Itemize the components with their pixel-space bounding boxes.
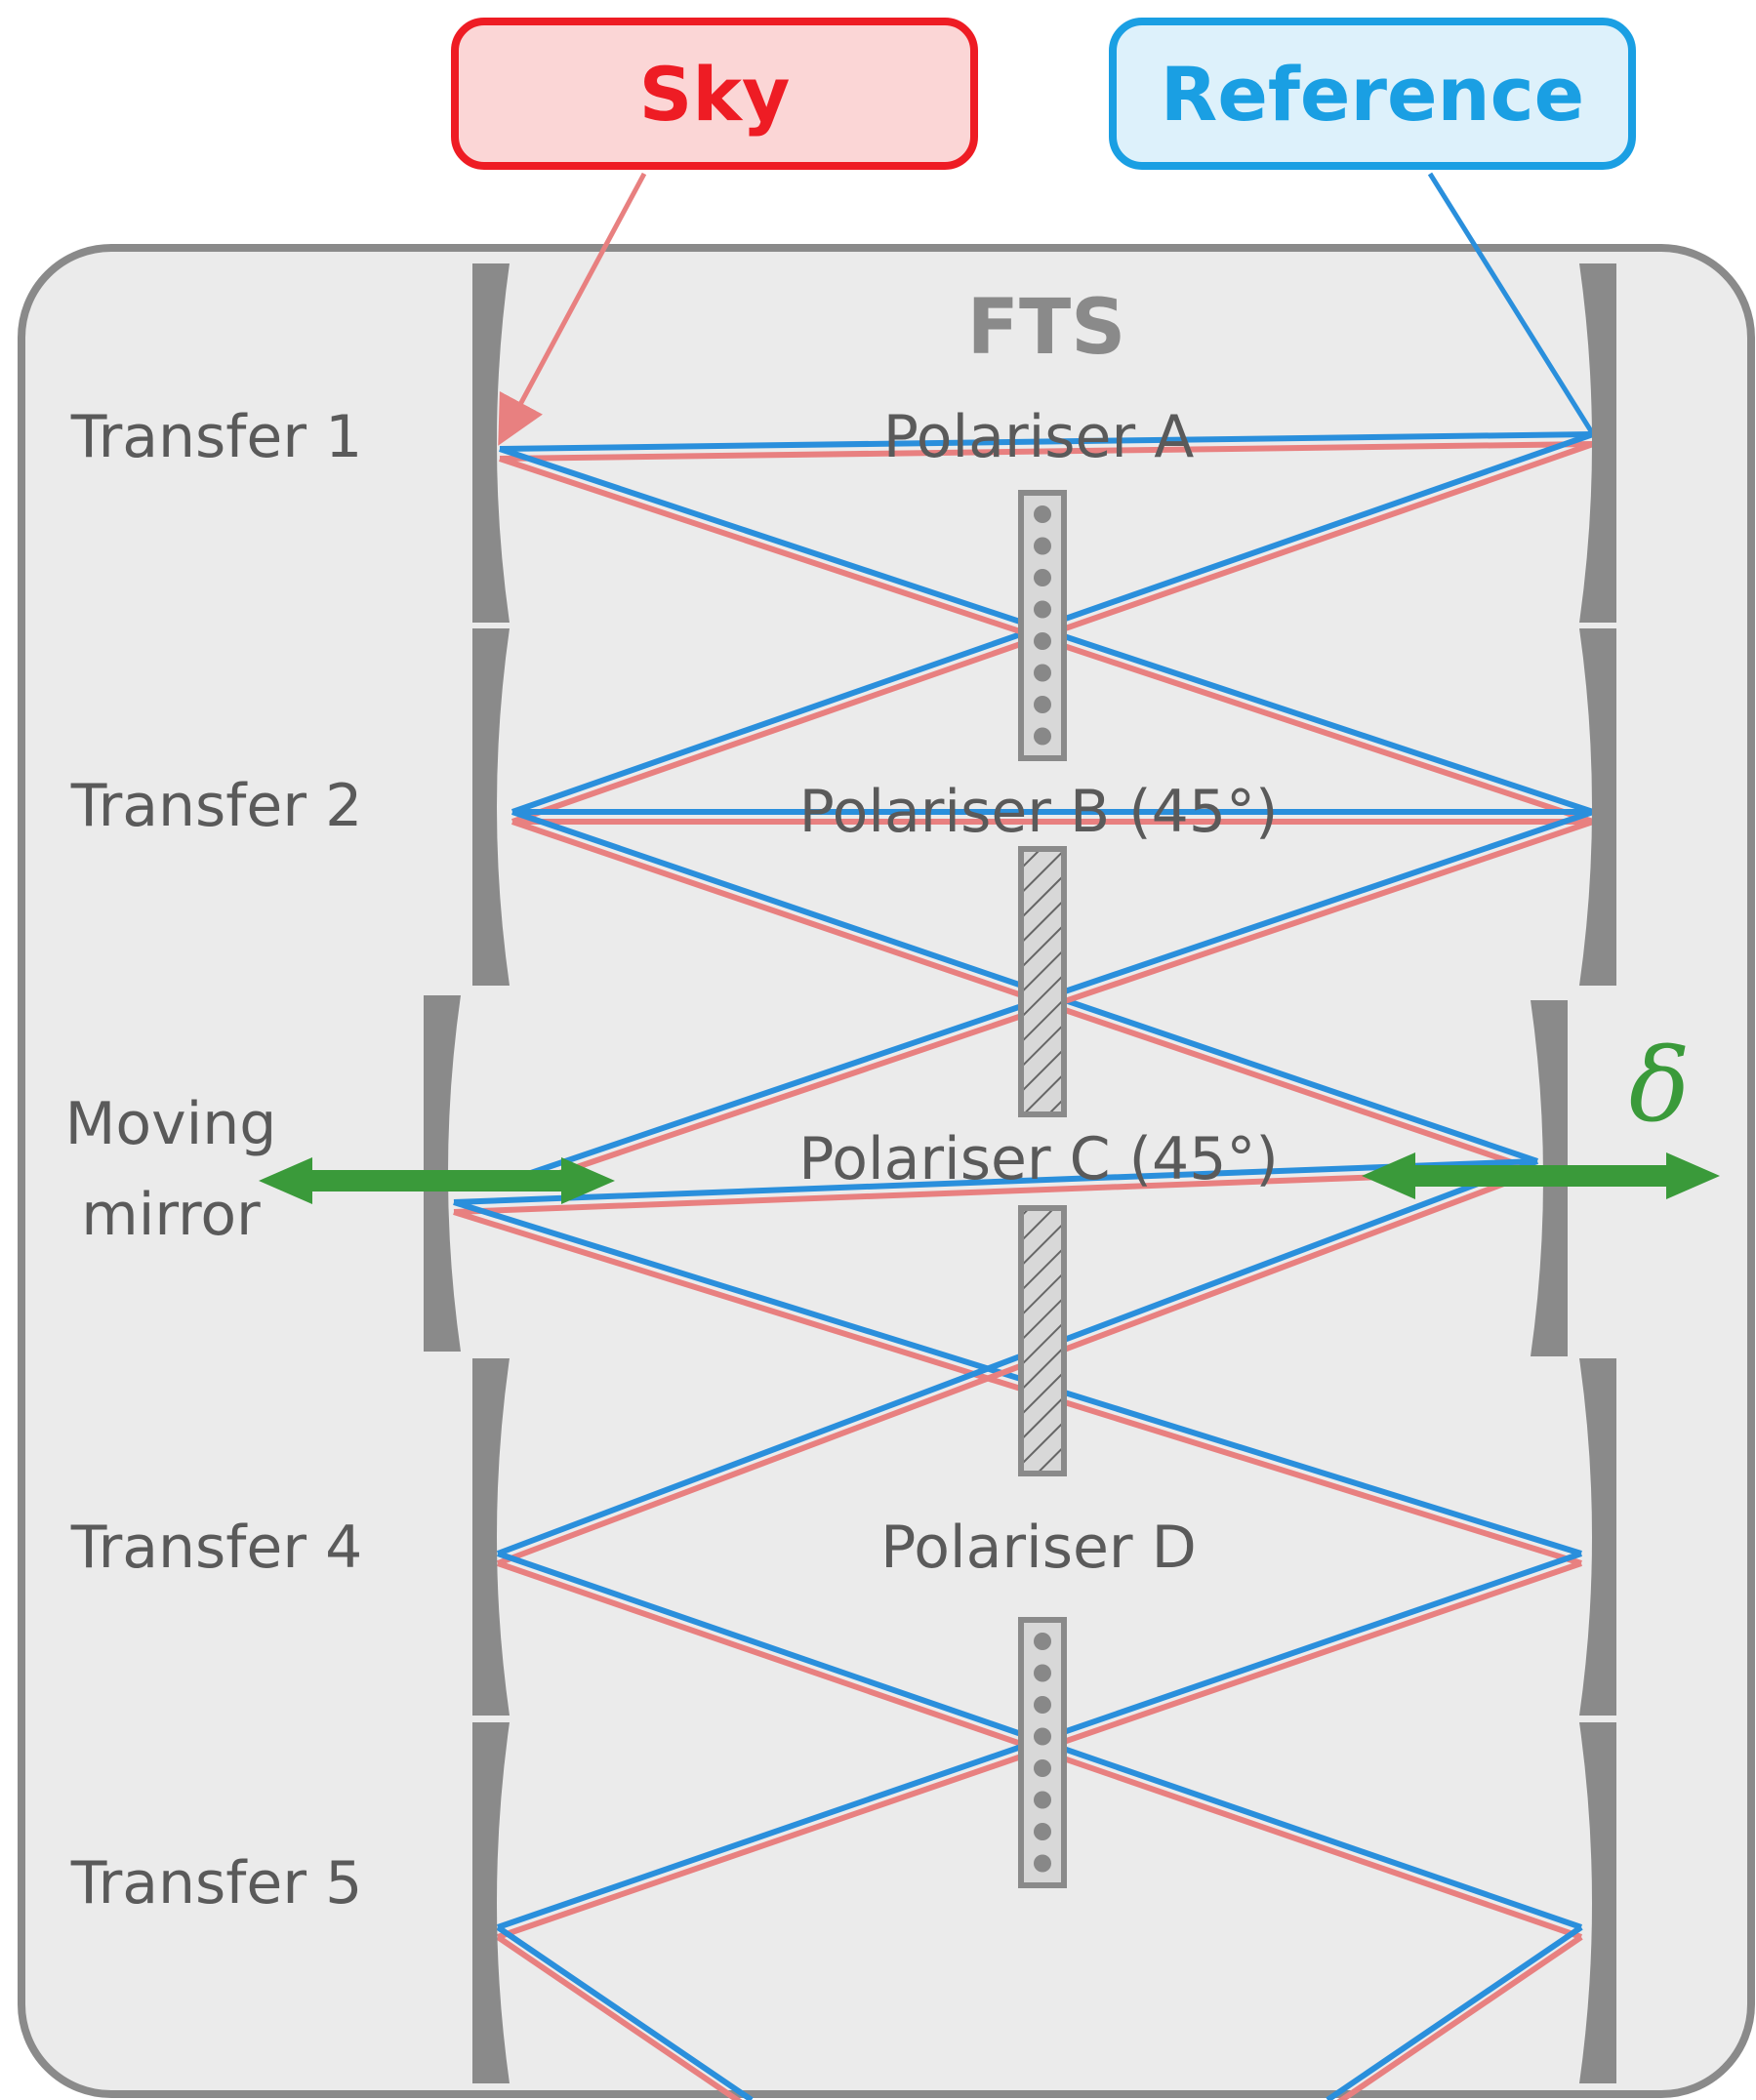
path-difference-symbol: δ xyxy=(1629,1026,1691,1145)
sky-input-beam xyxy=(498,172,647,446)
polariser-a-dot-2 xyxy=(1034,569,1051,586)
mirror-label-moving-line1: Moving xyxy=(65,1090,277,1158)
reference-beam-7 xyxy=(453,1199,1582,1556)
polariser-d-dot-5 xyxy=(1034,1791,1051,1809)
polariser-a xyxy=(1018,490,1067,761)
polariser-d-dot-7 xyxy=(1034,1854,1051,1873)
polariser-d-dot-1 xyxy=(1034,1664,1051,1682)
polariser-d-dot-4 xyxy=(1034,1759,1051,1777)
sky-beam-8 xyxy=(496,1168,1539,1566)
polariser-group xyxy=(1018,490,1067,1888)
reference-label: Reference xyxy=(1160,50,1585,138)
polariser-d-dot-3 xyxy=(1034,1727,1051,1746)
polariser-a-dot-4 xyxy=(1034,632,1051,650)
mirror-label-transfer-2: Transfer 2 xyxy=(70,772,363,840)
sky-label: Sky xyxy=(638,50,791,138)
reference-beam-8 xyxy=(496,1158,1539,1556)
polariser-label-c: Polariser C (45°) xyxy=(798,1125,1279,1193)
mirror-transfer-2 xyxy=(472,628,510,986)
polariser-label-b: Polariser B (45°) xyxy=(799,778,1279,846)
mirror-right-5 xyxy=(1579,1722,1616,2083)
polariser-a-dot-0 xyxy=(1034,505,1051,523)
mirror-transfer-1 xyxy=(472,263,510,623)
polariser-a-dot-7 xyxy=(1034,727,1051,746)
mirror-transfer-4 xyxy=(472,1358,510,1716)
polariser-label-d: Polariser D xyxy=(880,1514,1197,1582)
polariser-a-dot-3 xyxy=(1034,600,1051,619)
mirror-label-moving-line2: mirror xyxy=(81,1181,261,1249)
sky-input-box: Sky xyxy=(451,18,978,170)
mirror-right-2 xyxy=(1579,628,1616,986)
polariser-d-dot-6 xyxy=(1034,1823,1051,1840)
moving-arrow-right xyxy=(1362,1152,1720,1199)
sky-beam-11 xyxy=(496,1934,743,2100)
polariser-c xyxy=(1018,1205,1067,1476)
moving-arrow-left xyxy=(259,1157,615,1204)
mirror-label-transfer-4: Transfer 4 xyxy=(70,1514,363,1582)
polariser-b xyxy=(1018,846,1067,1117)
fts-title: FTS xyxy=(967,284,1126,372)
reference-input-box: Reference xyxy=(1109,18,1636,170)
reference-beam-11 xyxy=(496,1924,754,2100)
mirror-transfer-5 xyxy=(472,1722,510,2083)
polariser-a-dot-5 xyxy=(1034,664,1051,682)
mirror-label-transfer-1: Transfer 1 xyxy=(70,403,363,471)
polariser-label-a: Polariser A xyxy=(883,403,1195,471)
sky-beam-0 xyxy=(499,441,1594,462)
polariser-d-dot-0 xyxy=(1034,1633,1051,1650)
reference-beam-12 xyxy=(1326,1924,1583,2100)
mirror-right-4 xyxy=(1579,1358,1616,1716)
reference-beam-6 xyxy=(453,1158,1538,1205)
reference-beam-0 xyxy=(499,431,1594,452)
polariser-a-dot-1 xyxy=(1034,537,1051,555)
polariser-d xyxy=(1018,1617,1067,1888)
reference-input-beam xyxy=(1427,172,1596,436)
mirror-label-transfer-5: Transfer 5 xyxy=(70,1849,363,1918)
polariser-a-dot-6 xyxy=(1034,696,1051,713)
mirror-right-1 xyxy=(1579,263,1616,623)
sky-beam-6 xyxy=(453,1168,1538,1215)
sky-beam-12 xyxy=(1336,1934,1583,2100)
polariser-d-dot-2 xyxy=(1034,1696,1051,1714)
sky-beam-7 xyxy=(453,1209,1582,1566)
